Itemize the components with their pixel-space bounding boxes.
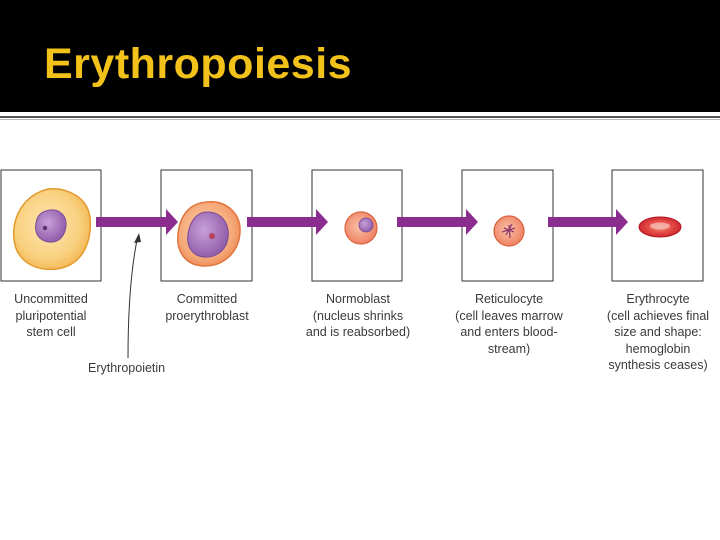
caption-line: Uncommitted <box>14 292 88 306</box>
caption-line: size and shape: <box>614 325 702 339</box>
caption-normoblast: Normoblast (nucleus shrinks and is reabs… <box>294 291 422 341</box>
divider-line-thin <box>0 119 720 120</box>
caption-line: (cell achieves final <box>606 308 710 323</box>
caption-erythrocyte: Erythrocyte (cell achieves final size an… <box>596 291 720 374</box>
arrow-4 <box>548 209 628 235</box>
caption-line: (nucleus shrinks <box>312 308 404 323</box>
caption-line: hemoglobin <box>625 341 691 356</box>
caption-proerythroblast: Committed proerythroblast <box>151 291 263 324</box>
caption-line: Reticulocyte <box>474 292 544 306</box>
caption-line: stream) <box>487 341 531 356</box>
title-bar: Erythropoiesis <box>0 0 720 112</box>
caption-line: and enters blood- <box>460 325 558 339</box>
erythropoietin-label: Erythropoietin <box>88 361 166 375</box>
arrow-1 <box>96 209 178 235</box>
normoblast-illustration <box>344 211 378 245</box>
caption-line: Committed <box>176 292 238 306</box>
caption-reticulocyte: Reticulocyte (cell leaves marrow and ent… <box>444 291 574 357</box>
arrow-2 <box>247 209 328 235</box>
erythrocyte-illustration <box>638 216 682 238</box>
erythropoietin-pointer <box>127 233 141 359</box>
caption-line: (cell leaves marrow <box>455 308 563 323</box>
caption-line: pluripotential <box>15 308 87 323</box>
caption-line: Erythrocyte <box>626 292 690 306</box>
caption-line: Normoblast <box>326 292 390 306</box>
reticulocyte-illustration <box>493 215 525 247</box>
progression-arrows <box>96 209 628 235</box>
caption-line: stem cell <box>26 325 76 339</box>
arrow-3 <box>397 209 478 235</box>
caption-line: and is reabsorbed) <box>305 325 411 339</box>
caption-line: synthesis ceases) <box>608 358 708 372</box>
proerythroblast-illustration <box>177 201 241 267</box>
caption-stem-cell: Uncommitted pluripotential stem cell <box>0 291 102 341</box>
divider-line <box>0 116 720 118</box>
slide-title: Erythropoiesis <box>44 40 353 88</box>
caption-line: proerythroblast <box>165 308 249 323</box>
stem-cell-illustration <box>12 188 92 271</box>
